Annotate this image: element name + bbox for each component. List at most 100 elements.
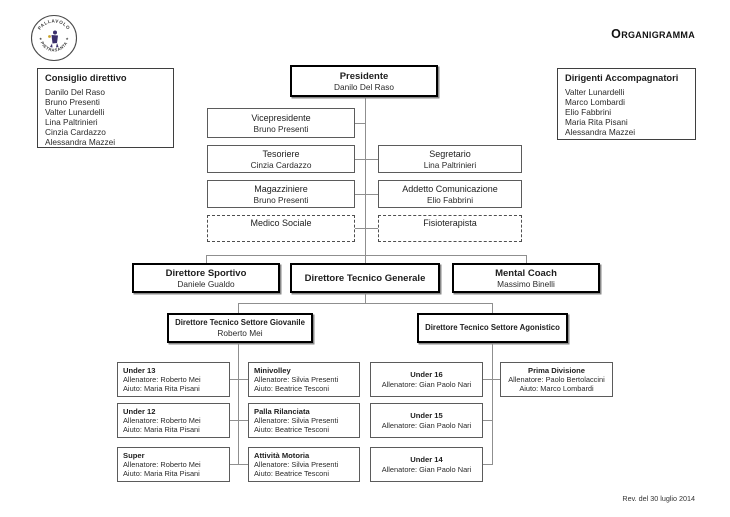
club-stamp-logo: PALLAVOLO PIETRASANTA ★ ★ [30, 14, 78, 62]
connector-line [483, 420, 492, 421]
connector-line [238, 303, 239, 313]
team-title: Under 12 [123, 406, 156, 416]
team-under-16: Under 16 Allenatore: Gian Paolo Nari [370, 362, 483, 397]
team-coach: Allenatore: Gian Paolo Nari [381, 379, 472, 389]
node-title: Tesoriere [262, 148, 300, 159]
team-title: Palla Rilanciata [254, 406, 310, 416]
connector-line [355, 228, 378, 229]
node-title: Mental Coach [495, 267, 557, 279]
team-title: Under 14 [410, 455, 443, 465]
panel-title: Dirigenti Accompagnatori [565, 73, 679, 83]
stamp-star-right-icon: ★ [66, 37, 69, 41]
connector-line [230, 420, 248, 421]
team-title: Prima Divisione [528, 365, 585, 375]
team-coach: Allenatore: Roberto Mei [123, 416, 201, 426]
panel-title: Consiglio direttivo [45, 73, 127, 83]
node-person: Danilo Del Raso [334, 81, 394, 92]
team-coach: Allenatore: Silvia Presenti [254, 375, 339, 385]
team-title: Under 13 [123, 365, 156, 375]
connector-line [526, 255, 527, 263]
node-direttore-sportivo: Direttore Sportivo Daniele Gualdo [132, 263, 280, 293]
revision-note: Rev. del 30 luglio 2014 [622, 494, 695, 503]
node-fisioterapista: Fisioterapista [378, 215, 522, 242]
panel-member: Alessandra Mazzei [45, 137, 116, 147]
node-person: Roberto Mei [217, 328, 263, 338]
team-under-15: Under 15 Allenatore: Gian Paolo Nari [370, 403, 483, 438]
team-helper: Aiuto: Marco Lombardi [519, 384, 594, 394]
stamp-player-emblem-icon [48, 30, 59, 48]
team-title: Minivolley [254, 365, 291, 375]
panel-member: Marco Lombardi [565, 97, 625, 107]
connector-line [206, 255, 207, 263]
team-coach: Allenatore: Roberto Mei [123, 375, 201, 385]
node-title: Medico Sociale [250, 218, 312, 228]
connector-line [365, 98, 366, 263]
team-under-12: Under 12 Allenatore: Roberto Mei Aiuto: … [117, 403, 230, 438]
node-person: Bruno Presenti [253, 123, 309, 134]
team-coach: Allenatore: Gian Paolo Nari [381, 420, 472, 430]
team-title: Under 15 [410, 411, 443, 421]
connector-line [206, 255, 526, 256]
node-medico-sociale: Medico Sociale [207, 215, 355, 242]
team-helper: Aiuto: Maria Rita Pisani [123, 384, 200, 394]
node-title: Direttore Tecnico Generale [304, 272, 426, 284]
panel-member: Cinzia Cardazzo [45, 127, 106, 137]
node-direttore-tecnico-generale: Direttore Tecnico Generale [290, 263, 440, 293]
node-tesoriere: Tesoriere Cinzia Cardazzo [207, 145, 355, 173]
node-settore-giovanile: Direttore Tecnico Settore Giovanile Robe… [167, 313, 313, 343]
node-person: Massimo Binelli [497, 278, 555, 289]
node-person: Daniele Gualdo [177, 278, 235, 289]
team-helper: Aiuto: Maria Rita Pisani [123, 425, 200, 435]
panel-dirigenti-accompagnatori: Dirigenti Accompagnatori Valter Lunardel… [557, 68, 696, 140]
node-segretario: Segretario Lina Paltrinieri [378, 145, 522, 173]
node-title: Direttore Tecnico Settore Giovanile [175, 318, 305, 327]
node-title: Presidente [339, 70, 389, 82]
connector-line [238, 303, 492, 304]
team-palla-rilanciata: Palla Rilanciata Allenatore: Silvia Pres… [248, 403, 360, 438]
stamp-star-left-icon: ★ [39, 37, 42, 41]
connector-line [230, 379, 248, 380]
panel-member: Maria Rita Pisani [565, 117, 628, 127]
connector-line [355, 123, 365, 124]
team-super: Super Allenatore: Roberto Mei Aiuto: Mar… [117, 447, 230, 482]
node-person: Bruno Presenti [253, 194, 309, 205]
node-title: Direttore Tecnico Settore Agonistico [425, 323, 560, 332]
connector-line [483, 464, 492, 465]
team-under-14: Under 14 Allenatore: Gian Paolo Nari [370, 447, 483, 482]
node-mental-coach: Mental Coach Massimo Binelli [452, 263, 600, 293]
connector-line [355, 194, 378, 195]
node-title: Fisioterapista [423, 218, 477, 228]
node-title: Segretario [429, 148, 471, 159]
connector-line [238, 343, 239, 465]
team-minivolley: Minivolley Allenatore: Silvia Presenti A… [248, 362, 360, 397]
team-helper: Aiuto: Beatrice Tesconi [254, 469, 330, 479]
team-title: Under 16 [410, 370, 443, 380]
connector-line [355, 159, 378, 160]
node-person: Elio Fabbrini [426, 194, 474, 205]
node-title: Vicepresidente [251, 112, 311, 123]
node-addetto-comunicazione: Addetto Comunicazione Elio Fabbrini [378, 180, 522, 208]
node-title: Direttore Sportivo [165, 267, 247, 279]
node-presidente: Presidente Danilo Del Raso [290, 65, 438, 97]
team-coach: Allenatore: Silvia Presenti [254, 460, 339, 470]
node-vicepresidente: Vicepresidente Bruno Presenti [207, 108, 355, 138]
team-title: Super [123, 450, 145, 460]
node-person: Lina Paltrinieri [423, 159, 477, 170]
node-title: Addetto Comunicazione [402, 183, 498, 194]
team-title: Attività Motoria [254, 450, 310, 460]
team-helper: Aiuto: Beatrice Tesconi [254, 425, 330, 435]
connector-line [492, 303, 493, 313]
connector-line [492, 343, 493, 465]
panel-member: Valter Lunardelli [565, 87, 625, 97]
team-coach: Allenatore: Gian Paolo Nari [381, 464, 472, 474]
team-attivita-motoria: Attività Motoria Allenatore: Silvia Pres… [248, 447, 360, 482]
node-magazziniere: Magazziniere Bruno Presenti [207, 180, 355, 208]
team-helper: Aiuto: Maria Rita Pisani [123, 469, 200, 479]
team-coach: Allenatore: Paolo Bertolaccini [508, 375, 605, 385]
panel-member: Alessandra Mazzei [565, 127, 636, 137]
connector-line [230, 464, 248, 465]
panel-consiglio-direttivo: Consiglio direttivo Danilo Del Raso Brun… [37, 68, 174, 148]
connector-line [483, 379, 500, 380]
node-person: Cinzia Cardazzo [250, 159, 312, 170]
